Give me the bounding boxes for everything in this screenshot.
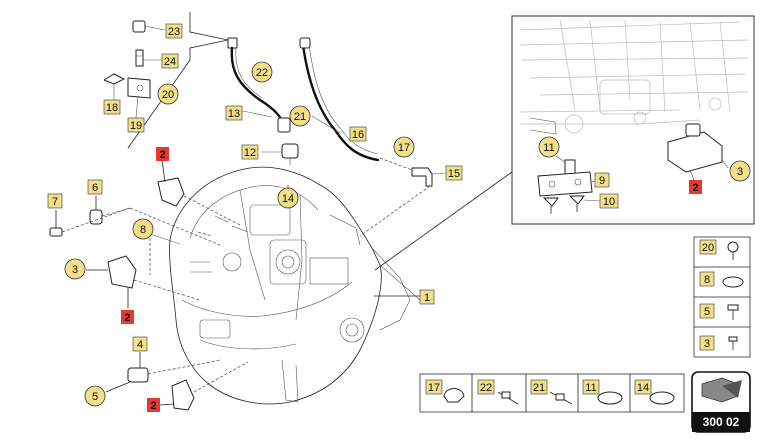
callout-4: 4 — [137, 339, 143, 351]
callout-16: 16 — [352, 129, 364, 141]
legend-bottom-17: 17 — [428, 382, 440, 394]
part-8-ring-callout — [149, 233, 181, 275]
callout-1: 1 — [424, 292, 430, 304]
legend-side-8: 8 — [704, 274, 710, 286]
callout-8: 8 — [140, 224, 146, 236]
circle-tags: 22 20 21 17 14 8 3 5 11 3 — [64, 61, 751, 407]
callout-detail-11: 11 — [543, 142, 554, 154]
part-7-bolt — [49, 210, 63, 237]
callout-detail-9: 9 — [599, 175, 605, 187]
detail-part-10-screws — [542, 195, 601, 214]
gearbox-housing — [169, 166, 422, 405]
callout-detail-10: 10 — [603, 196, 615, 208]
callout-2-top: 2 — [159, 149, 165, 161]
callout-12: 12 — [244, 147, 256, 159]
part-2-sensor-left — [86, 255, 201, 308]
part-24-pin — [135, 49, 162, 67]
page-code: 300 02 — [703, 415, 740, 429]
part-4-plug — [105, 352, 221, 393]
callout-14: 14 — [282, 193, 294, 205]
legend-bottom-21: 21 — [533, 382, 545, 394]
part-12-fitting — [262, 143, 299, 165]
callout-20: 20 — [162, 89, 174, 101]
part-23-cap — [132, 20, 166, 33]
callout-15: 15 — [448, 168, 460, 180]
detail-part-3-sensor — [667, 123, 729, 181]
callout-2-bottom: 2 — [150, 400, 156, 412]
callout-3: 3 — [72, 264, 78, 276]
callout-2-detail: 2 — [692, 182, 698, 194]
callout-24: 24 — [164, 56, 176, 68]
part-2-sensor-bottom — [159, 361, 249, 411]
callout-5: 5 — [92, 391, 98, 403]
square-tags: 23 24 18 19 13 12 16 15 7 6 4 1 9 10 2 2 — [47, 23, 717, 412]
part-18-clip — [103, 73, 126, 100]
detail-part-9-plate — [537, 171, 601, 197]
callout-19: 19 — [130, 120, 142, 132]
part-2-sensor-top — [157, 159, 241, 226]
legend-side-20: 20 — [702, 242, 714, 254]
part-16-tube — [299, 37, 380, 162]
part-6-sensor — [61, 196, 221, 246]
callout-18: 18 — [106, 102, 118, 114]
callout-21: 21 — [294, 111, 306, 123]
bracket-region-lines — [127, 12, 229, 149]
part-13-hose — [227, 37, 291, 133]
part-19-bracket — [127, 77, 151, 119]
callout-13: 13 — [228, 108, 240, 120]
callout-7: 7 — [52, 196, 58, 208]
legend-bottom-11: 11 — [585, 382, 596, 394]
callout-23: 23 — [168, 26, 180, 38]
callout-22: 22 — [256, 67, 268, 79]
legend-side-3: 3 — [704, 338, 710, 350]
callout-2-left: 2 — [124, 312, 130, 324]
legend-side-5: 5 — [704, 306, 710, 318]
part-15-elbow — [359, 157, 446, 237]
callout-6: 6 — [92, 182, 98, 194]
page-code-badge: 300 02 — [691, 371, 751, 433]
legend-bottom-14: 14 — [637, 382, 649, 394]
callout-17: 17 — [398, 142, 410, 154]
callout-detail-3: 3 — [737, 166, 743, 178]
legend-bottom-22: 22 — [480, 382, 492, 394]
detail-leader-line — [374, 171, 513, 271]
